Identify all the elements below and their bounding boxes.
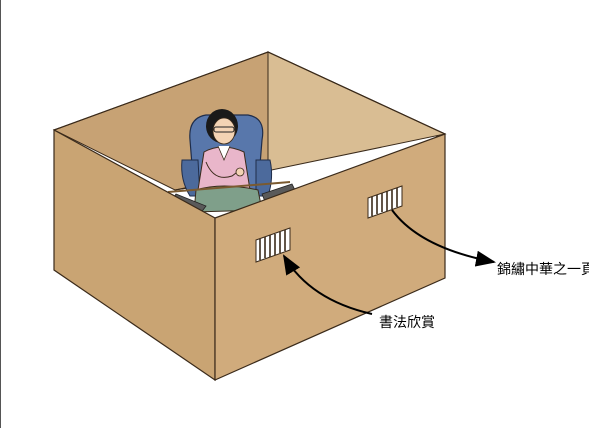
label-calligraphy: 書法欣賞 xyxy=(379,312,435,332)
person-face xyxy=(213,118,235,144)
page-left-border xyxy=(0,0,4,428)
label-embroidery: 錦繡中華之一頁 xyxy=(497,259,589,279)
person-hand xyxy=(236,168,244,176)
